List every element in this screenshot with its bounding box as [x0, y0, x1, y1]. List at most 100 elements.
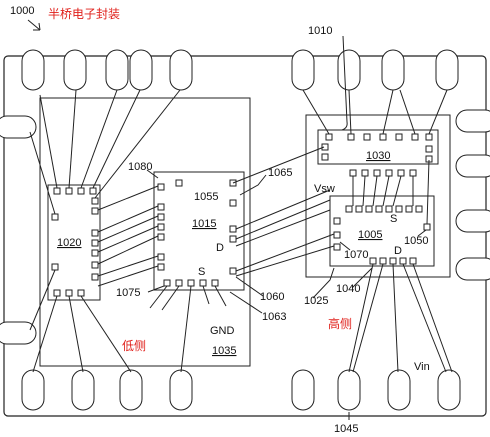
pad [211, 279, 219, 287]
bond-wire [97, 235, 159, 265]
package-title: 半桥电子封装 [48, 7, 120, 21]
bond-wire [382, 175, 390, 207]
pad [379, 133, 387, 141]
pad [91, 229, 99, 237]
pad [229, 225, 237, 233]
right-lead-3 [455, 209, 490, 233]
right-lead-4 [455, 257, 490, 281]
pad [409, 169, 417, 177]
label-1055: 1055 [194, 191, 218, 203]
chip-1030 [317, 129, 439, 165]
label-low-side: 低侧 [122, 339, 146, 353]
bond-wire [352, 263, 384, 373]
pad [157, 263, 165, 271]
bottom-leads [21, 369, 461, 411]
pad [187, 279, 195, 287]
bond-wire [428, 89, 448, 135]
pad [51, 263, 59, 271]
bond-wire [80, 89, 118, 189]
chip-1015 [153, 171, 245, 291]
label-d-1005: D [394, 245, 402, 257]
label-1040: 1040 [336, 283, 360, 295]
bond-wire [202, 285, 210, 305]
label-chip-1015: 1015 [192, 218, 216, 230]
bond-wire [382, 89, 394, 135]
label-gnd: GND [210, 325, 235, 337]
bond-wire [97, 215, 159, 243]
label-vin: Vin [414, 361, 430, 373]
bottom-lead-5 [291, 369, 315, 411]
pad [89, 187, 97, 195]
figure-ref-1000: 1000 [10, 5, 34, 17]
bond-wire [180, 285, 192, 373]
left-leads [0, 115, 37, 345]
pad [51, 213, 59, 221]
label-chip-1005: 1005 [358, 229, 382, 241]
bond-wire [392, 263, 399, 373]
pad [91, 207, 99, 215]
bond-wire [97, 265, 159, 287]
bond-wire [92, 89, 141, 189]
pad [355, 205, 363, 213]
top-lead-3 [105, 49, 129, 91]
top-lead-8 [381, 49, 405, 91]
pad [91, 197, 99, 205]
right-leads [455, 109, 490, 281]
bond-wire [392, 175, 402, 207]
ref-arrow-1000 [27, 19, 41, 31]
pad [389, 257, 397, 265]
label-1060: 1060 [260, 291, 284, 303]
pad [405, 205, 413, 213]
bond-wire [348, 89, 352, 135]
label-s-1005: S [390, 213, 397, 225]
leader-1040 [351, 267, 373, 289]
bottom-lead-8 [437, 369, 461, 411]
label-1065: 1065 [268, 167, 292, 179]
chip-1020-pads [51, 187, 99, 297]
pad [365, 205, 373, 213]
pad [77, 187, 85, 195]
leader-1065 [239, 174, 267, 196]
pad [397, 169, 405, 177]
pad [163, 279, 171, 287]
chip-1020 [47, 184, 101, 301]
pad [379, 257, 387, 265]
right-lead-1 [455, 109, 490, 133]
leader-1025 [312, 267, 335, 299]
pad [91, 239, 99, 247]
bond-wire [302, 89, 330, 135]
pad [53, 289, 61, 297]
pad [333, 243, 341, 251]
label-s-1015: S [198, 266, 205, 278]
bond-wire [94, 89, 181, 199]
bond-wire [214, 285, 227, 307]
bond-wire [39, 94, 58, 189]
pad [333, 231, 341, 239]
pad [345, 205, 353, 213]
top-lead-1 [21, 49, 45, 91]
pad [65, 289, 73, 297]
low-side-paddle [39, 97, 251, 367]
label-1010: 1010 [308, 25, 332, 37]
ref-arrowhead-1000 [33, 22, 41, 31]
pad [91, 273, 99, 281]
pad [199, 279, 207, 287]
pad [363, 133, 371, 141]
pad [77, 289, 85, 297]
bond-wires [29, 89, 453, 373]
pad [399, 257, 407, 265]
pad [325, 133, 333, 141]
pad [385, 169, 393, 177]
leader-1063 [229, 291, 263, 314]
pad [229, 267, 237, 275]
leader-1070 [339, 241, 351, 251]
label-d-1015: D [216, 242, 224, 254]
bond-wire [149, 285, 168, 309]
pad [229, 235, 237, 243]
label-high-side: 高侧 [328, 316, 352, 331]
pad [157, 233, 165, 241]
bond-wire [80, 295, 132, 373]
pad [425, 145, 433, 153]
bond-wire [235, 245, 335, 277]
leader-1075 [147, 285, 165, 293]
